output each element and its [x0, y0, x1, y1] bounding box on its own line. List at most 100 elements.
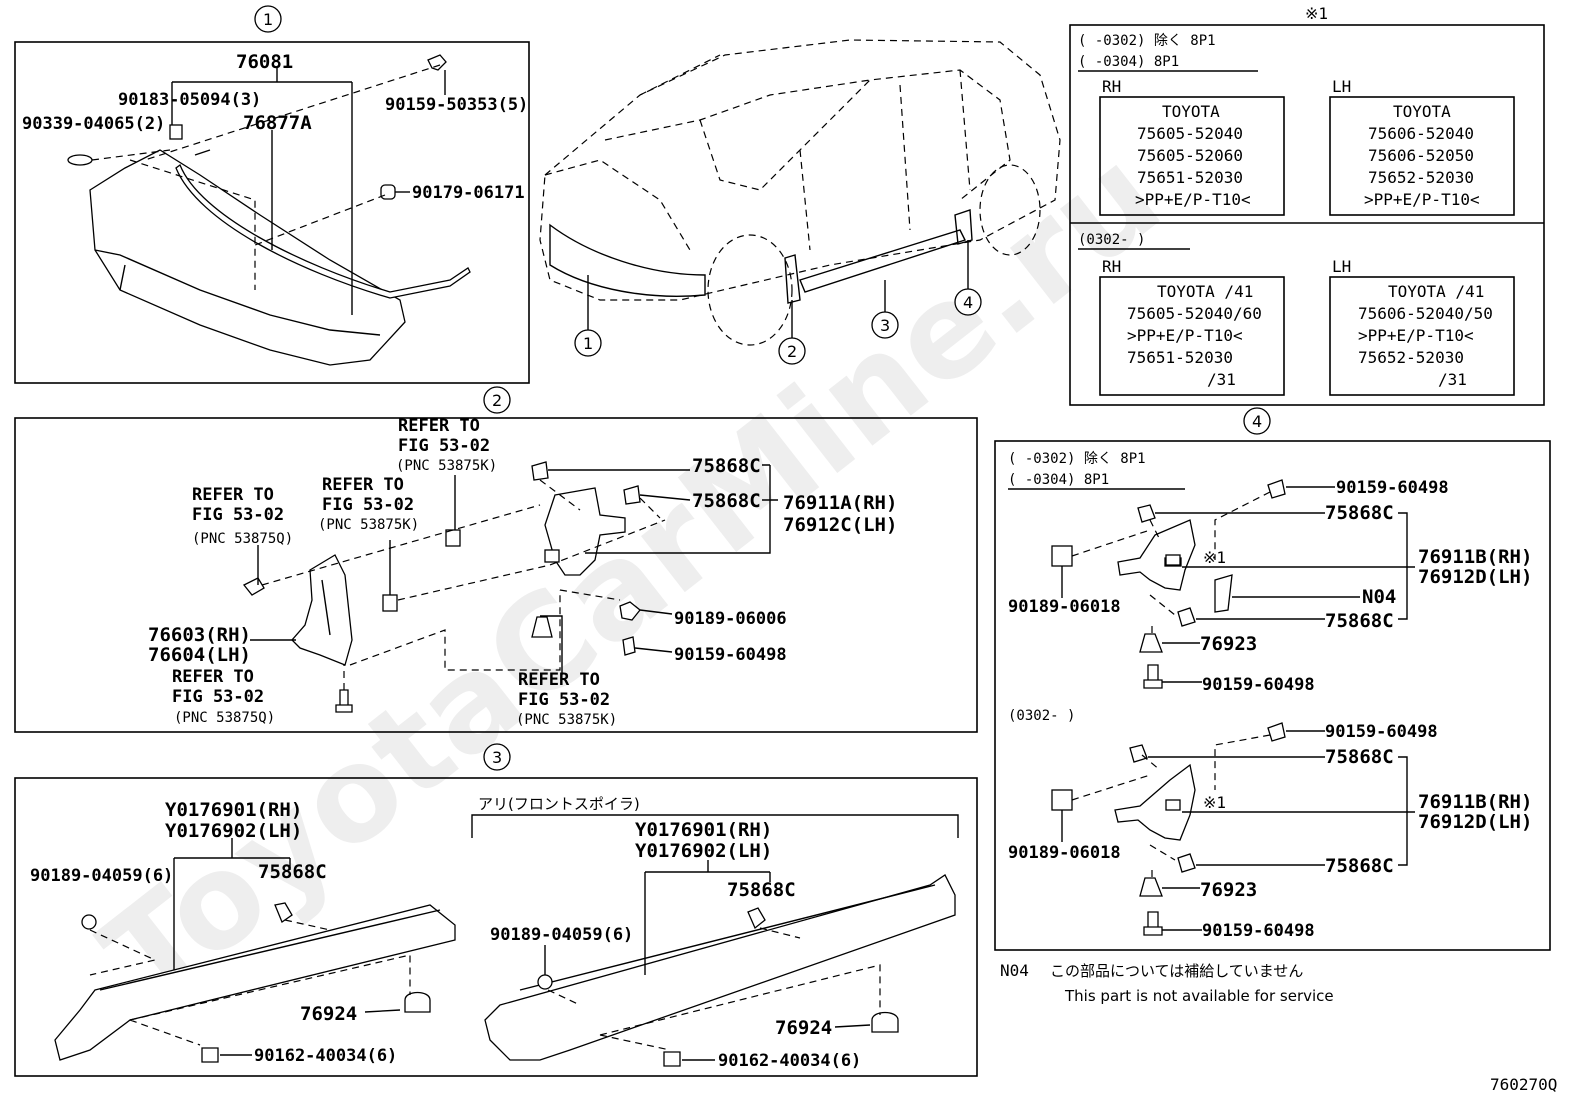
callout-4-car: 4 — [963, 293, 973, 312]
label-76604: 76604(LH) — [148, 644, 251, 666]
note-rh-b-1: 75605-52040/60 — [1127, 304, 1262, 323]
p2-ref3-c: (PNC 53875Q) — [192, 531, 293, 547]
label-76912C: 76912C(LH) — [783, 514, 897, 536]
clip-ref-53875k-b — [382, 594, 398, 612]
label-90159-60498: 90159-60498 — [674, 645, 787, 665]
label-90159-60498-a-bottom: 90159-60498 — [1202, 675, 1315, 695]
note-rh-a-3: 75651-52030 — [1137, 168, 1243, 187]
side-skirt-left-part — [54, 904, 456, 1061]
note-rh-b: RH — [1102, 257, 1121, 276]
cap-76924-right — [871, 1011, 899, 1033]
label-90189-06006: 90189-06006 — [674, 609, 787, 629]
label-76911B-a: 76911B(RH) — [1418, 546, 1532, 568]
footnote-en: This part is not available for service — [1064, 987, 1334, 1005]
screw-90159-part — [427, 54, 447, 71]
p2-ref2-c: (PNC 53875K) — [318, 517, 419, 533]
label-90159-60498-b-bottom: 90159-60498 — [1202, 921, 1315, 941]
plug-90339-part — [67, 154, 93, 166]
panel-front-spoiler: 1 76081 90183-05094(3) 76877A 90339-0406… — [14, 5, 530, 384]
note-box-star1: ※1 ( -0302) 除く 8P1 ( -0304) 8P1 RH LH TO… — [1069, 4, 1545, 406]
label-90183-05094: 90183-05094(3) — [118, 90, 261, 110]
note-star-label: ※1 — [1305, 4, 1328, 23]
note-lh-b-0: TOYOTA /41 — [1388, 282, 1484, 301]
p2-ref3-a: REFER TO — [192, 485, 274, 505]
note-bottom-line1: (0302- ) — [1078, 232, 1145, 248]
note-lh-b-1: 75606-52040/50 — [1358, 304, 1493, 323]
label-90159-60498-b-top: 90159-60498 — [1325, 722, 1438, 742]
clip-90183-part — [169, 124, 183, 140]
note-rh-b-2: >PP+E/P-T10< — [1127, 326, 1243, 345]
nut-90189-06006 — [619, 601, 641, 621]
callout-2-top: 2 — [492, 391, 502, 410]
rear-mudguard-lower-part — [1114, 763, 1196, 841]
label-90189-04059-right: 90189-04059(6) — [490, 925, 633, 945]
piece-n04-upper — [1214, 574, 1233, 613]
clip-90189-04059-left — [81, 914, 97, 930]
footnote: N04 この部品については補給していません This part is not a… — [1000, 961, 1334, 1005]
footnote-jp: この部品については補給していません — [1050, 962, 1303, 980]
label-Y0176902-right: Y0176902(LH) — [635, 840, 772, 862]
label-76911A: 76911A(RH) — [783, 492, 897, 514]
screw-75868c-a — [531, 461, 549, 481]
note-top-line1: ( -0302) 除く 8P1 — [1078, 33, 1216, 49]
clip-90189-06018-lower — [1051, 789, 1073, 811]
p2-ref5-b: FIG 53-02 — [518, 690, 610, 710]
rear-mudguard-upper-part — [1117, 519, 1196, 591]
label-76924-left: 76924 — [300, 1003, 357, 1025]
label-90179-06171: 90179-06171 — [412, 183, 525, 203]
callout-1-car: 1 — [583, 334, 593, 353]
label-90189-06018-b: 90189-06018 — [1008, 843, 1121, 863]
label-75868C-a-top: 75868C — [1325, 502, 1394, 524]
callout-1-top-label: 1 — [263, 10, 273, 29]
panel-mud-guard: 2 REFER TO FIG 53-02 (PNC 53875K) REFER … — [14, 386, 978, 733]
label-76603: 76603(RH) — [148, 624, 251, 646]
label-75868C-b-bottom: 75868C — [1325, 855, 1394, 877]
note-rh-a-list: TOYOTA 75605-52040 75605-52060 75651-520… — [1135, 102, 1251, 209]
nut-90179-part — [380, 184, 396, 200]
label-75868C-a: 75868C — [692, 455, 761, 477]
label-Y0176901-right: Y0176901(RH) — [635, 819, 772, 841]
label-90189-04059-left: 90189-04059(6) — [30, 866, 173, 886]
p2-ref2-a: REFER TO — [322, 475, 404, 495]
p2-ref4-b: FIG 53-02 — [172, 687, 264, 707]
p2-ref5-c: (PNC 53875K) — [516, 712, 617, 728]
callout-3-top: 3 — [492, 748, 502, 767]
note-lh-a: LH — [1332, 77, 1351, 96]
note-rh-b-4: /31 — [1207, 370, 1236, 389]
spoiler-variant-note: アリ(フロントスポイラ) — [478, 795, 640, 813]
p2-ref5-a: REFER TO — [518, 670, 600, 690]
label-90159-60498-a-top: 90159-60498 — [1336, 478, 1449, 498]
footnote-code: N04 — [1000, 961, 1029, 980]
callout-3-car: 3 — [880, 316, 890, 335]
label-76081: 76081 — [236, 51, 293, 73]
side-skirt-right-part — [484, 874, 956, 1061]
note-lh-b: LH — [1332, 257, 1351, 276]
note-rh-b-list: TOYOTA /41 75605-52040/60 >PP+E/P-T10< 7… — [1127, 282, 1262, 389]
p2-ref1-c: (PNC 53875K) — [396, 458, 497, 474]
callout-1-top — [254, 5, 282, 33]
note-lh-b-list: TOYOTA /41 75606-52040/50 >PP+E/P-T10< 7… — [1358, 282, 1493, 389]
label-76877A: 76877A — [243, 112, 312, 134]
label-N04: N04 — [1362, 586, 1396, 608]
note-lh-a-list: TOYOTA 75606-52040 75606-52050 75652-520… — [1364, 102, 1480, 209]
p2-ref3-b: FIG 53-02 — [192, 505, 284, 525]
p4-header1: ( -0302) 除く 8P1 — [1008, 451, 1146, 467]
label-75868C-left: 75868C — [258, 861, 327, 883]
label-star1-b: ※1 — [1203, 793, 1226, 812]
p2-ref2-b: FIG 53-02 — [322, 495, 414, 515]
label-76911B-b: 76911B(RH) — [1418, 791, 1532, 813]
p4-header2: ( -0304) 8P1 — [1008, 472, 1109, 488]
screw-75868c-right — [747, 907, 766, 930]
panel-rear-mud-guard: 4 ( -0302) 除く 8P1 ( -0304) 8P1 90159-604… — [994, 407, 1551, 951]
mudflap-part — [291, 554, 353, 666]
screw-90162-left — [201, 1047, 219, 1063]
front-spoiler-part — [89, 149, 406, 366]
label-75868C-b: 75868C — [692, 490, 761, 512]
label-Y0176902-left: Y0176902(LH) — [165, 820, 302, 842]
note-rh-b-3: 75651-52030 — [1127, 348, 1233, 367]
note-lh-b-2: >PP+E/P-T10< — [1358, 326, 1474, 345]
label-Y0176901-left: Y0176901(RH) — [165, 799, 302, 821]
note-lh-a-4: >PP+E/P-T10< — [1364, 190, 1480, 209]
clip-ref-53875k-a — [445, 529, 461, 547]
note-rh-a-2: 75605-52060 — [1137, 146, 1243, 165]
